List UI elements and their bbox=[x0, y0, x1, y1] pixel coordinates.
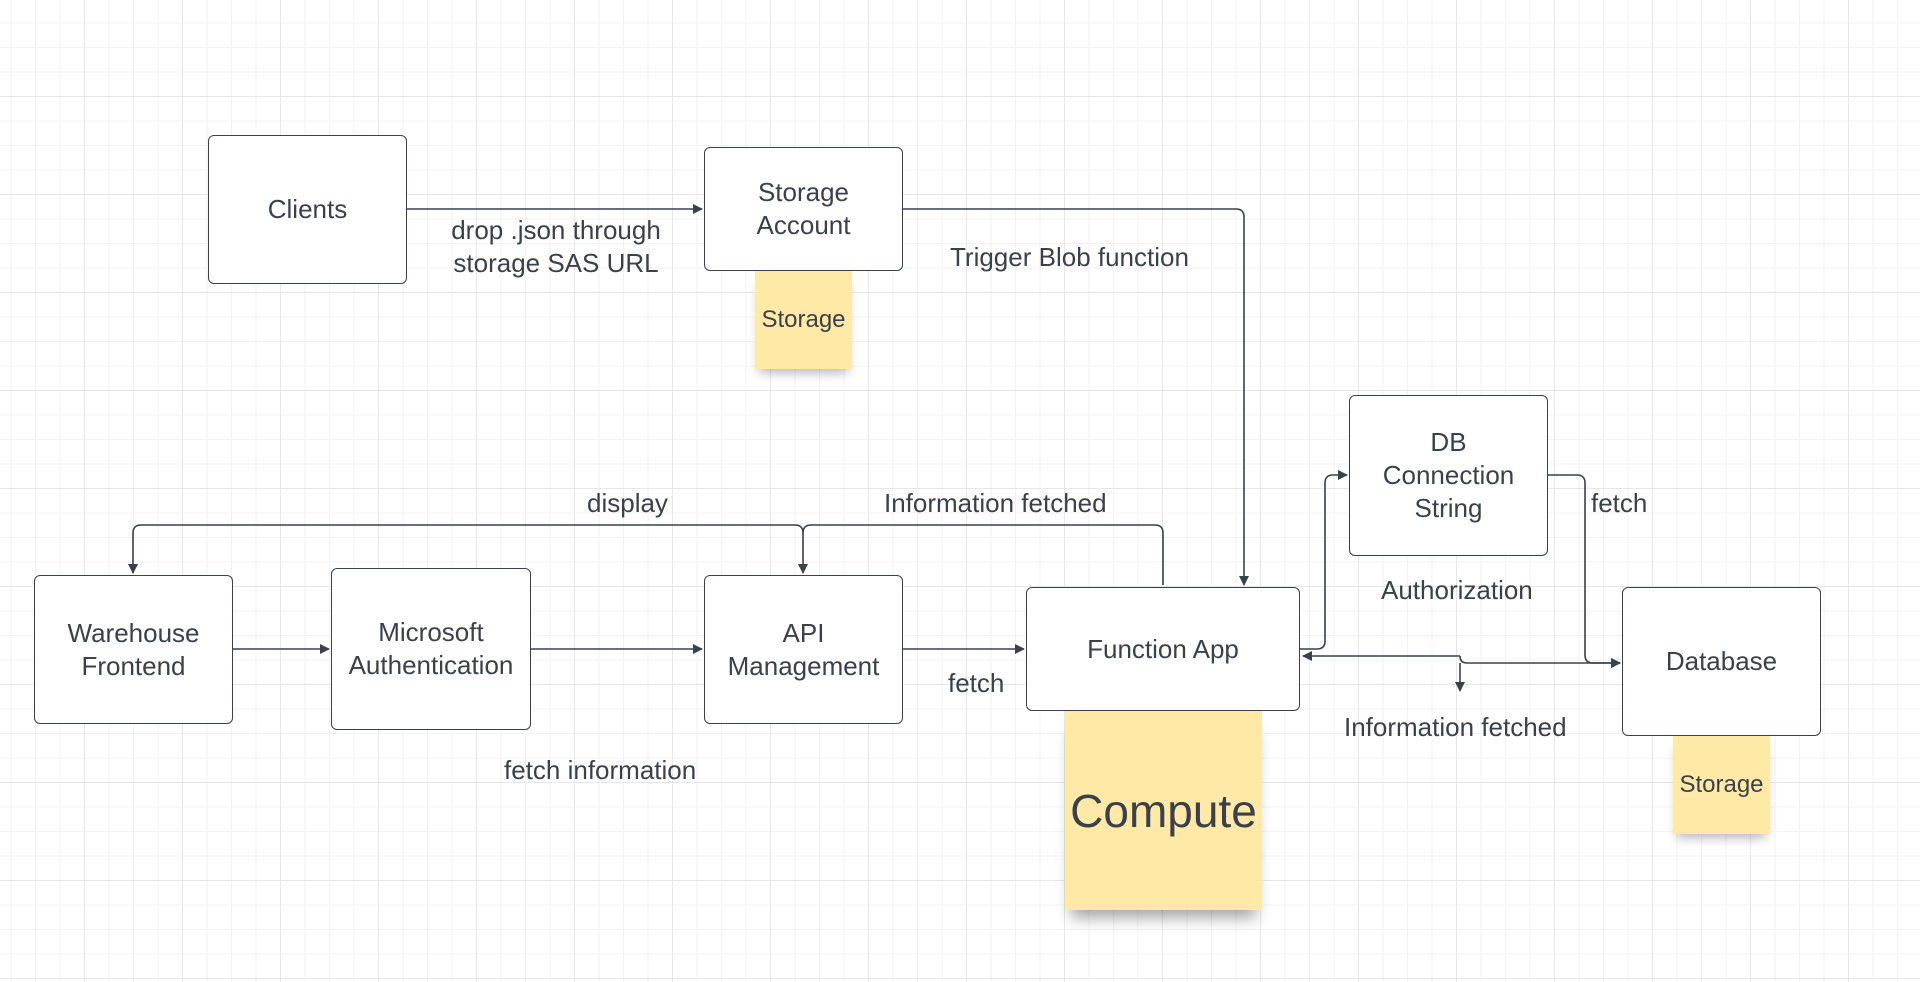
edge-function-to-apim-info bbox=[798, 524, 1164, 585]
fetch-information-label: fetch information bbox=[504, 755, 697, 785]
drop-json-label-2: storage SAS URL bbox=[453, 248, 659, 278]
information-fetched-bottom-label: Information fetched bbox=[1344, 712, 1567, 742]
function-app-label: Function App bbox=[1087, 633, 1239, 664]
storage-account-label-1: Storage bbox=[757, 177, 850, 207]
authorization-label: Authorization bbox=[1381, 575, 1533, 605]
apim-label-2: Management bbox=[727, 650, 880, 681]
drop-json-label: drop .json through storage SAS URL bbox=[451, 214, 661, 280]
edge-function-database-2 bbox=[1459, 655, 1621, 668]
compute-sticky-label: Compute bbox=[1070, 784, 1257, 837]
drop-json-label-1: drop .json through bbox=[451, 215, 661, 245]
compute-sticky-note[interactable]: Compute bbox=[1065, 711, 1262, 910]
db-connection-label-3: String bbox=[1414, 493, 1483, 523]
fetch-db-label: fetch bbox=[1591, 488, 1648, 518]
database-label: Database bbox=[1665, 646, 1778, 676]
db-connection-string-node[interactable]: DB Connection String bbox=[1349, 395, 1548, 556]
clients-node[interactable]: Clients bbox=[208, 135, 407, 284]
storage-account-label-2: Account bbox=[756, 210, 851, 240]
display-label: display bbox=[587, 488, 668, 518]
database-node[interactable]: Database bbox=[1622, 587, 1821, 736]
storage-account-node[interactable]: Storage Account bbox=[704, 147, 903, 271]
microsoft-authentication-node[interactable]: Microsoft Authentication bbox=[331, 568, 531, 730]
edge-apim-to-warehouse-display bbox=[128, 524, 804, 574]
api-management-node[interactable]: API Management bbox=[704, 575, 903, 724]
clients-label: Clients bbox=[267, 194, 348, 224]
function-app-node[interactable]: Function App bbox=[1026, 587, 1300, 711]
warehouse-label-2: Frontend bbox=[81, 650, 186, 681]
db-connection-label-1: DB bbox=[1430, 427, 1467, 457]
storage-sticky-note[interactable]: Storage bbox=[755, 271, 852, 369]
msauth-label-1: Microsoft bbox=[378, 617, 484, 647]
apim-label-1: API bbox=[782, 617, 825, 648]
database-storage-sticky-label: Storage bbox=[1679, 771, 1764, 798]
storage-sticky-label: Storage bbox=[761, 306, 846, 333]
edge-storage-to-function bbox=[903, 208, 1249, 586]
trigger-blob-label: Trigger Blob function bbox=[950, 242, 1189, 272]
msauth-label-2: Authentication bbox=[348, 650, 514, 680]
information-fetched-top-label: Information fetched bbox=[884, 488, 1107, 518]
warehouse-label-1: Warehouse bbox=[67, 617, 200, 648]
edge-function-to-dbconn bbox=[1300, 470, 1348, 650]
database-storage-sticky-note[interactable]: Storage bbox=[1673, 736, 1770, 834]
fetch-function-label: fetch bbox=[948, 668, 1005, 698]
db-connection-label-2: Connection bbox=[1382, 460, 1515, 490]
warehouse-frontend-node[interactable]: Warehouse Frontend bbox=[34, 575, 233, 724]
